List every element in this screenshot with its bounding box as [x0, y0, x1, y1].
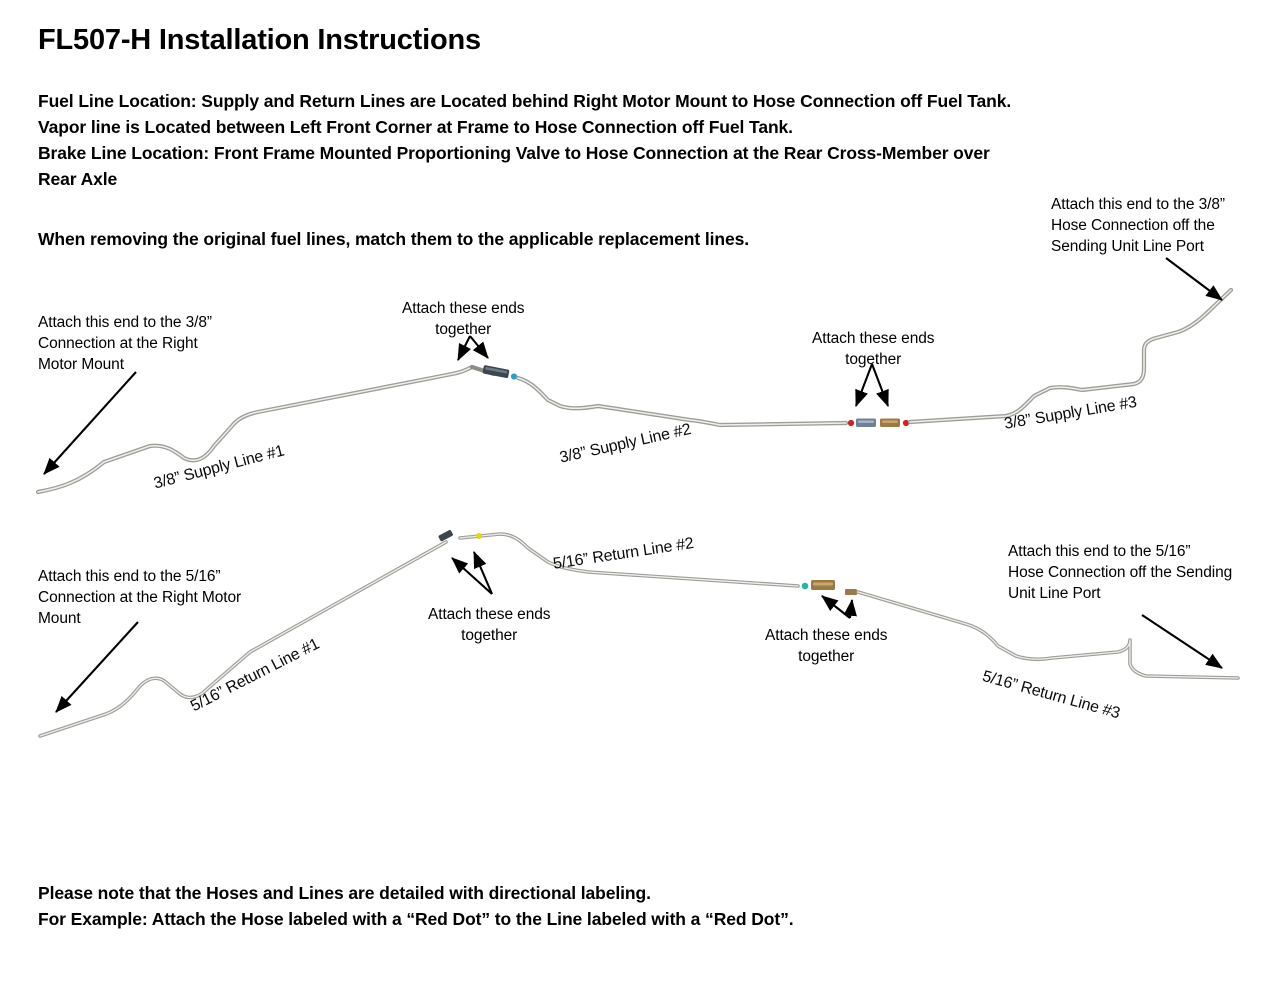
supply-joint-2-arrow-a [855, 363, 873, 407]
callout-line: together [798, 648, 855, 665]
callout-line: Unit Line Port [1008, 585, 1101, 602]
intro-line-1: Fuel Line Location: Supply and Return Li… [38, 91, 1012, 111]
callout-line: Attach these ends [402, 300, 525, 317]
callout-line: Attach this end to the 5/16” [1008, 543, 1191, 560]
supply-nut-dark-1 [482, 365, 510, 379]
supply-line-group [35, 257, 1234, 495]
match-note-line: When removing the original fuel lines, m… [38, 229, 749, 249]
callout-line: Attach these ends [765, 627, 888, 644]
footer-note-block: Please note that the Hoses and Lines are… [38, 880, 938, 932]
supply-joint-2-fitting-left [847, 418, 876, 427]
supply-joint-2-arrow-b [871, 363, 889, 407]
match-lines-note: When removing the original fuel lines, m… [38, 226, 938, 252]
red-dot-supply-2 [847, 419, 855, 427]
intro-line-2: Vapor line is Located between Left Front… [38, 117, 793, 137]
supply-right-end-callout: Attach this end to the 3/8” Hose Connect… [1051, 194, 1225, 257]
return-joint-2-callout: Attach these ends together [765, 625, 887, 667]
footer-line-1: Please note that the Hoses and Lines are… [38, 883, 651, 903]
return-right-end-arrow [1141, 614, 1223, 669]
supply-joint-1-arrow-a [457, 335, 472, 361]
blue-dot-supply-1 [510, 373, 518, 380]
return-nut-dark-1 [438, 529, 453, 542]
teal-dot-return-2 [801, 582, 809, 590]
return-line-1 [38, 529, 453, 738]
return-nut-brass-2 [845, 589, 857, 595]
callout-line: together [845, 351, 902, 368]
callout-line: together [461, 627, 518, 644]
return-joint-1-arrow-a [451, 557, 493, 595]
supply-joint-1-arrow-b [469, 335, 489, 359]
callout-line: together [435, 321, 492, 338]
callout-line: Attach these ends [812, 330, 935, 347]
callout-line: Attach this end to the 3/8” [38, 314, 212, 331]
yellow-dot-return-1 [476, 533, 482, 539]
callout-line: Attach this end to the 3/8” [1051, 196, 1225, 213]
callout-line: Connection at the Right Motor [38, 589, 242, 606]
intro-text-block: Fuel Line Location: Supply and Return Li… [38, 88, 1218, 192]
return-line-3 [845, 589, 1240, 680]
intro-line-3: Brake Line Location: Front Frame Mounted… [38, 143, 990, 163]
return-joint-1-arrow-b [473, 551, 493, 595]
return-joint-1-callout: Attach these ends together [428, 604, 550, 646]
intro-line-4: Rear Axle [38, 169, 118, 189]
callout-line: Attach this end to the 5/16” [38, 568, 221, 585]
supply-joint-1-callout: Attach these ends together [402, 298, 524, 340]
callout-line: Connection at the Right [38, 335, 198, 352]
supply-right-end-arrow [1165, 257, 1223, 301]
callout-line: Motor Mount [38, 356, 124, 373]
return-nut-brass-1 [811, 580, 835, 590]
supply-left-end-arrow [43, 371, 137, 475]
supply-line-2 [482, 365, 849, 428]
callout-line: Hose Connection off the [1051, 217, 1215, 234]
callout-line: Hose Connection off the Sending [1008, 564, 1233, 581]
return-joint-2-arrow-a [821, 595, 851, 619]
return-left-end-arrow [55, 621, 139, 713]
supply-left-end-callout: Attach this end to the 3/8” Connection a… [38, 312, 212, 375]
supply-line-3 [880, 287, 1234, 427]
return-joint-2-arrow-b [843, 598, 857, 619]
return-line-group [38, 529, 1240, 738]
footer-line-2: For Example: Attach the Hose labeled wit… [38, 909, 794, 929]
callout-line: Sending Unit Line Port [1051, 238, 1204, 255]
supply-joint-2-callout: Attach these ends together [812, 328, 934, 370]
page-title: FL507-H Installation Instructions [38, 24, 481, 56]
callout-line: Attach these ends [428, 606, 551, 623]
return-left-end-callout: Attach this end to the 5/16” Connection … [38, 566, 241, 629]
return-right-end-callout: Attach this end to the 5/16” Hose Connec… [1008, 541, 1232, 604]
supply-line-1 [35, 364, 475, 495]
callout-line: Mount [38, 610, 81, 627]
red-dot-supply-3 [902, 419, 910, 427]
supply-nut-brass-1 [880, 418, 900, 427]
return-line-2 [458, 532, 835, 590]
